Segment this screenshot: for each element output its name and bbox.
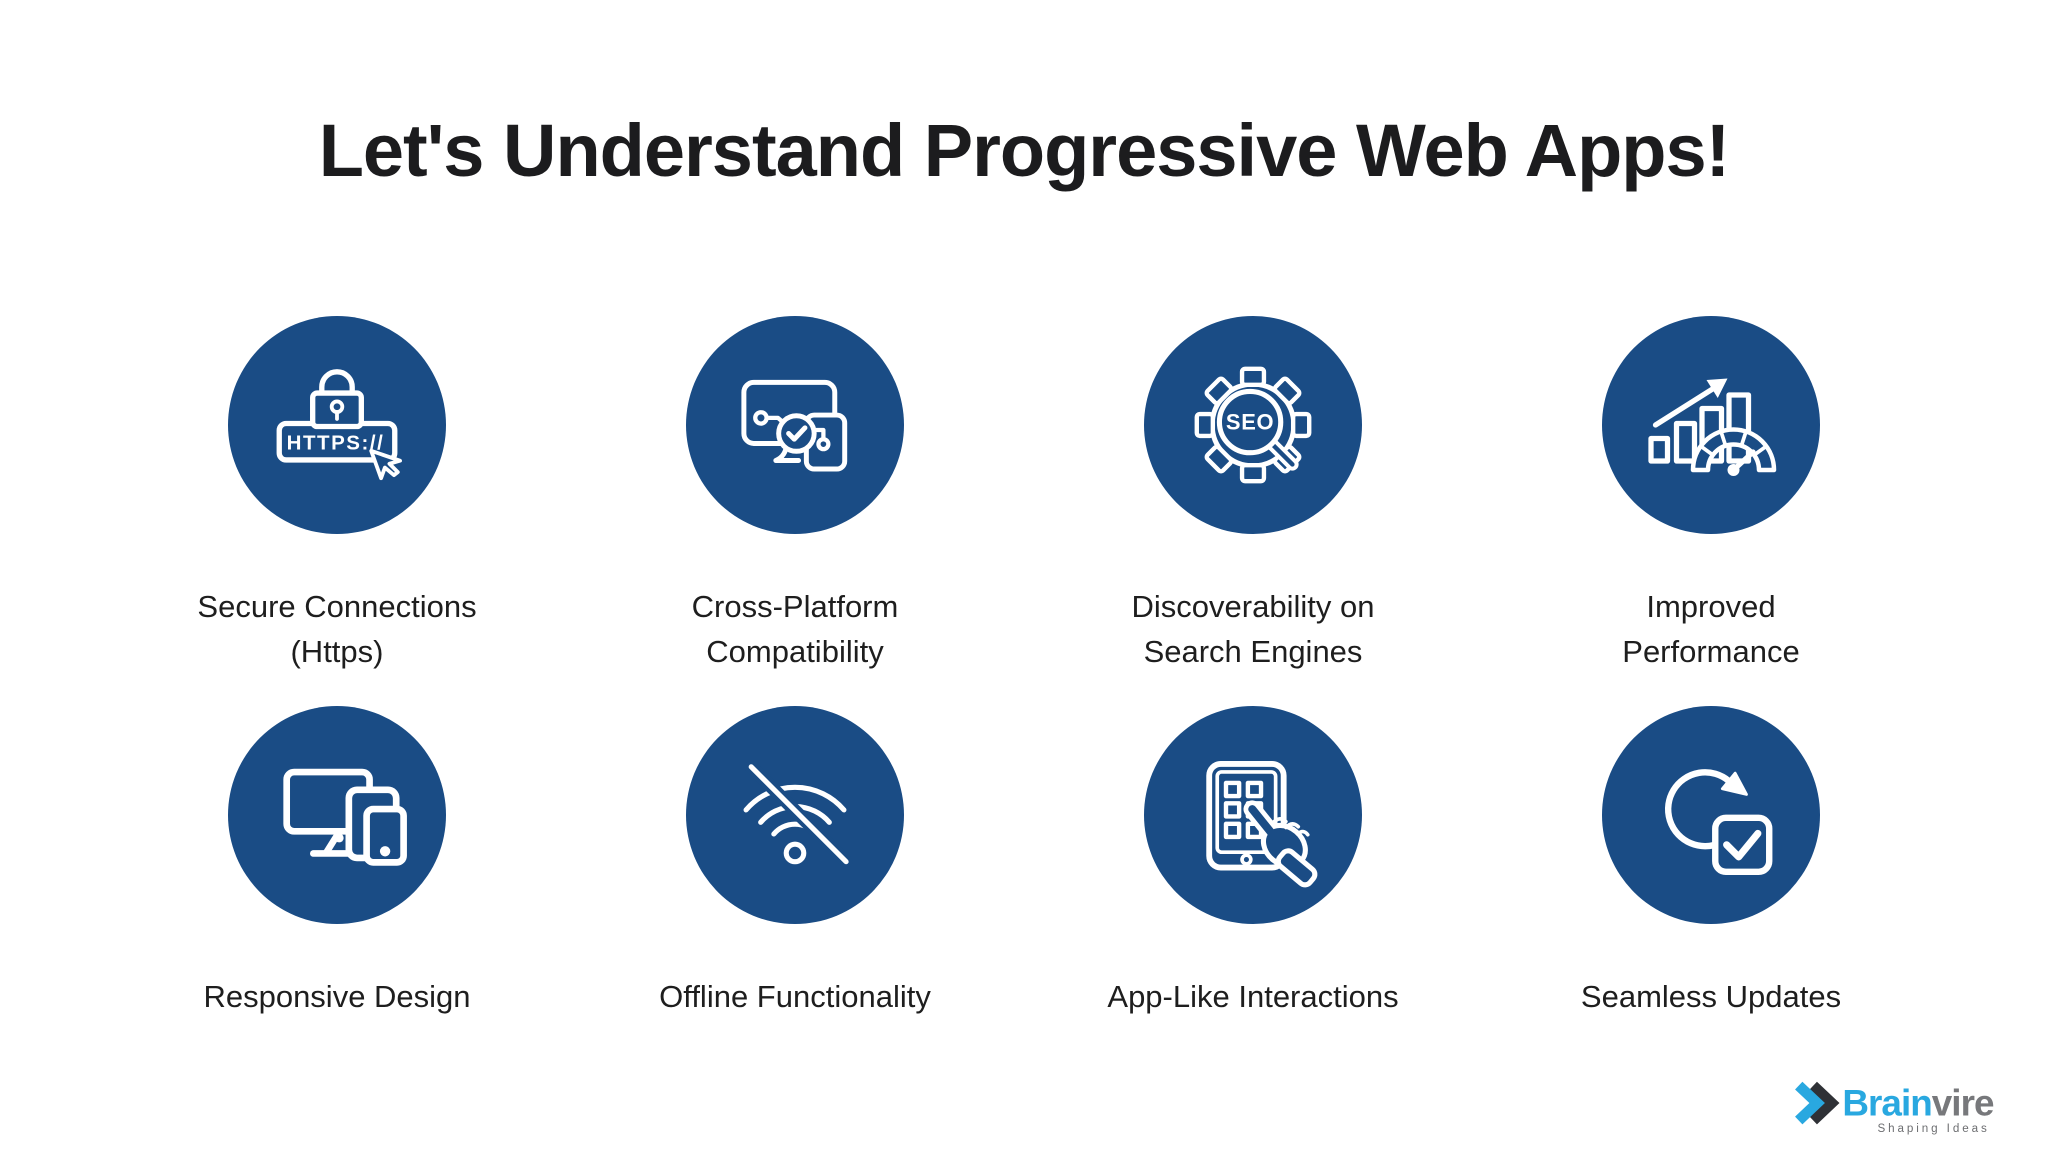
brainvire-logo-graphic: Brainvire Shaping Ideas [1795,1081,1995,1135]
feature-circle [1144,706,1362,924]
svg-text:HTTPS://: HTTPS:// [287,431,385,454]
feature-label: Responsive Design [203,979,471,1014]
feature-label: Discoverability on Search Engines [1131,589,1375,669]
feature-card-updates: Seamless Updates [1482,706,1940,1019]
feature-card-offline: Offline Functionality [566,706,1024,1019]
cross-platform-icon [741,379,848,472]
feature-circle [1602,706,1820,924]
feature-card-app-like: App-Like Interactions [1024,706,1482,1019]
feature-label: Seamless Updates [1580,979,1842,1014]
logo-chevron-blue [1795,1081,1825,1125]
seo-search-icon: SEO [1194,366,1312,484]
feature-label: Offline Functionality [659,979,931,1014]
feature-card-secure-connections: HTTPS:// Secure Connections (Https) [108,316,566,706]
feature-label: Cross-Platform Compatibility [691,589,899,669]
feature-card-cross-platform: Cross-Platform Compatibility [566,316,1024,706]
logo-wordmark: Brainvire [1842,1083,1994,1124]
offline-wifi-icon [743,760,853,869]
feature-card-performance: Improved Performance [1482,316,1940,706]
feature-circle [686,316,904,534]
page-title: Let's Understand Progressive Web Apps! [318,109,1731,192]
logo-chevron-dark [1809,1081,1840,1125]
svg-text:SEO: SEO [1226,409,1274,434]
seamless-update-icon [1665,769,1773,875]
app-interaction-icon [1206,760,1318,888]
feature-circle: HTTPS:// [228,316,446,534]
logo-tagline: Shaping Ideas [1878,1122,1990,1135]
https-lock-icon: HTTPS:// [276,369,402,481]
feature-circle [228,706,446,924]
feature-label: Improved Performance [1622,589,1800,669]
feature-card-responsive: Responsive Design [108,706,566,1019]
feature-card-discoverability: SEO Discoverability on Search Engines [1024,316,1482,706]
feature-circle: SEO [1144,316,1362,534]
feature-circle [686,706,904,924]
performance-gauge-icon [1648,378,1777,476]
feature-label: App-Like Interactions [1107,979,1399,1014]
feature-label: Secure Connections (Https) [197,589,477,669]
feature-circle [1602,316,1820,534]
features-grid: HTTPS:// Secure Connections (Https) [108,316,1940,1019]
responsive-design-icon [283,768,407,866]
brainvire-logo: Brainvire Shaping Ideas [1790,1072,2018,1138]
